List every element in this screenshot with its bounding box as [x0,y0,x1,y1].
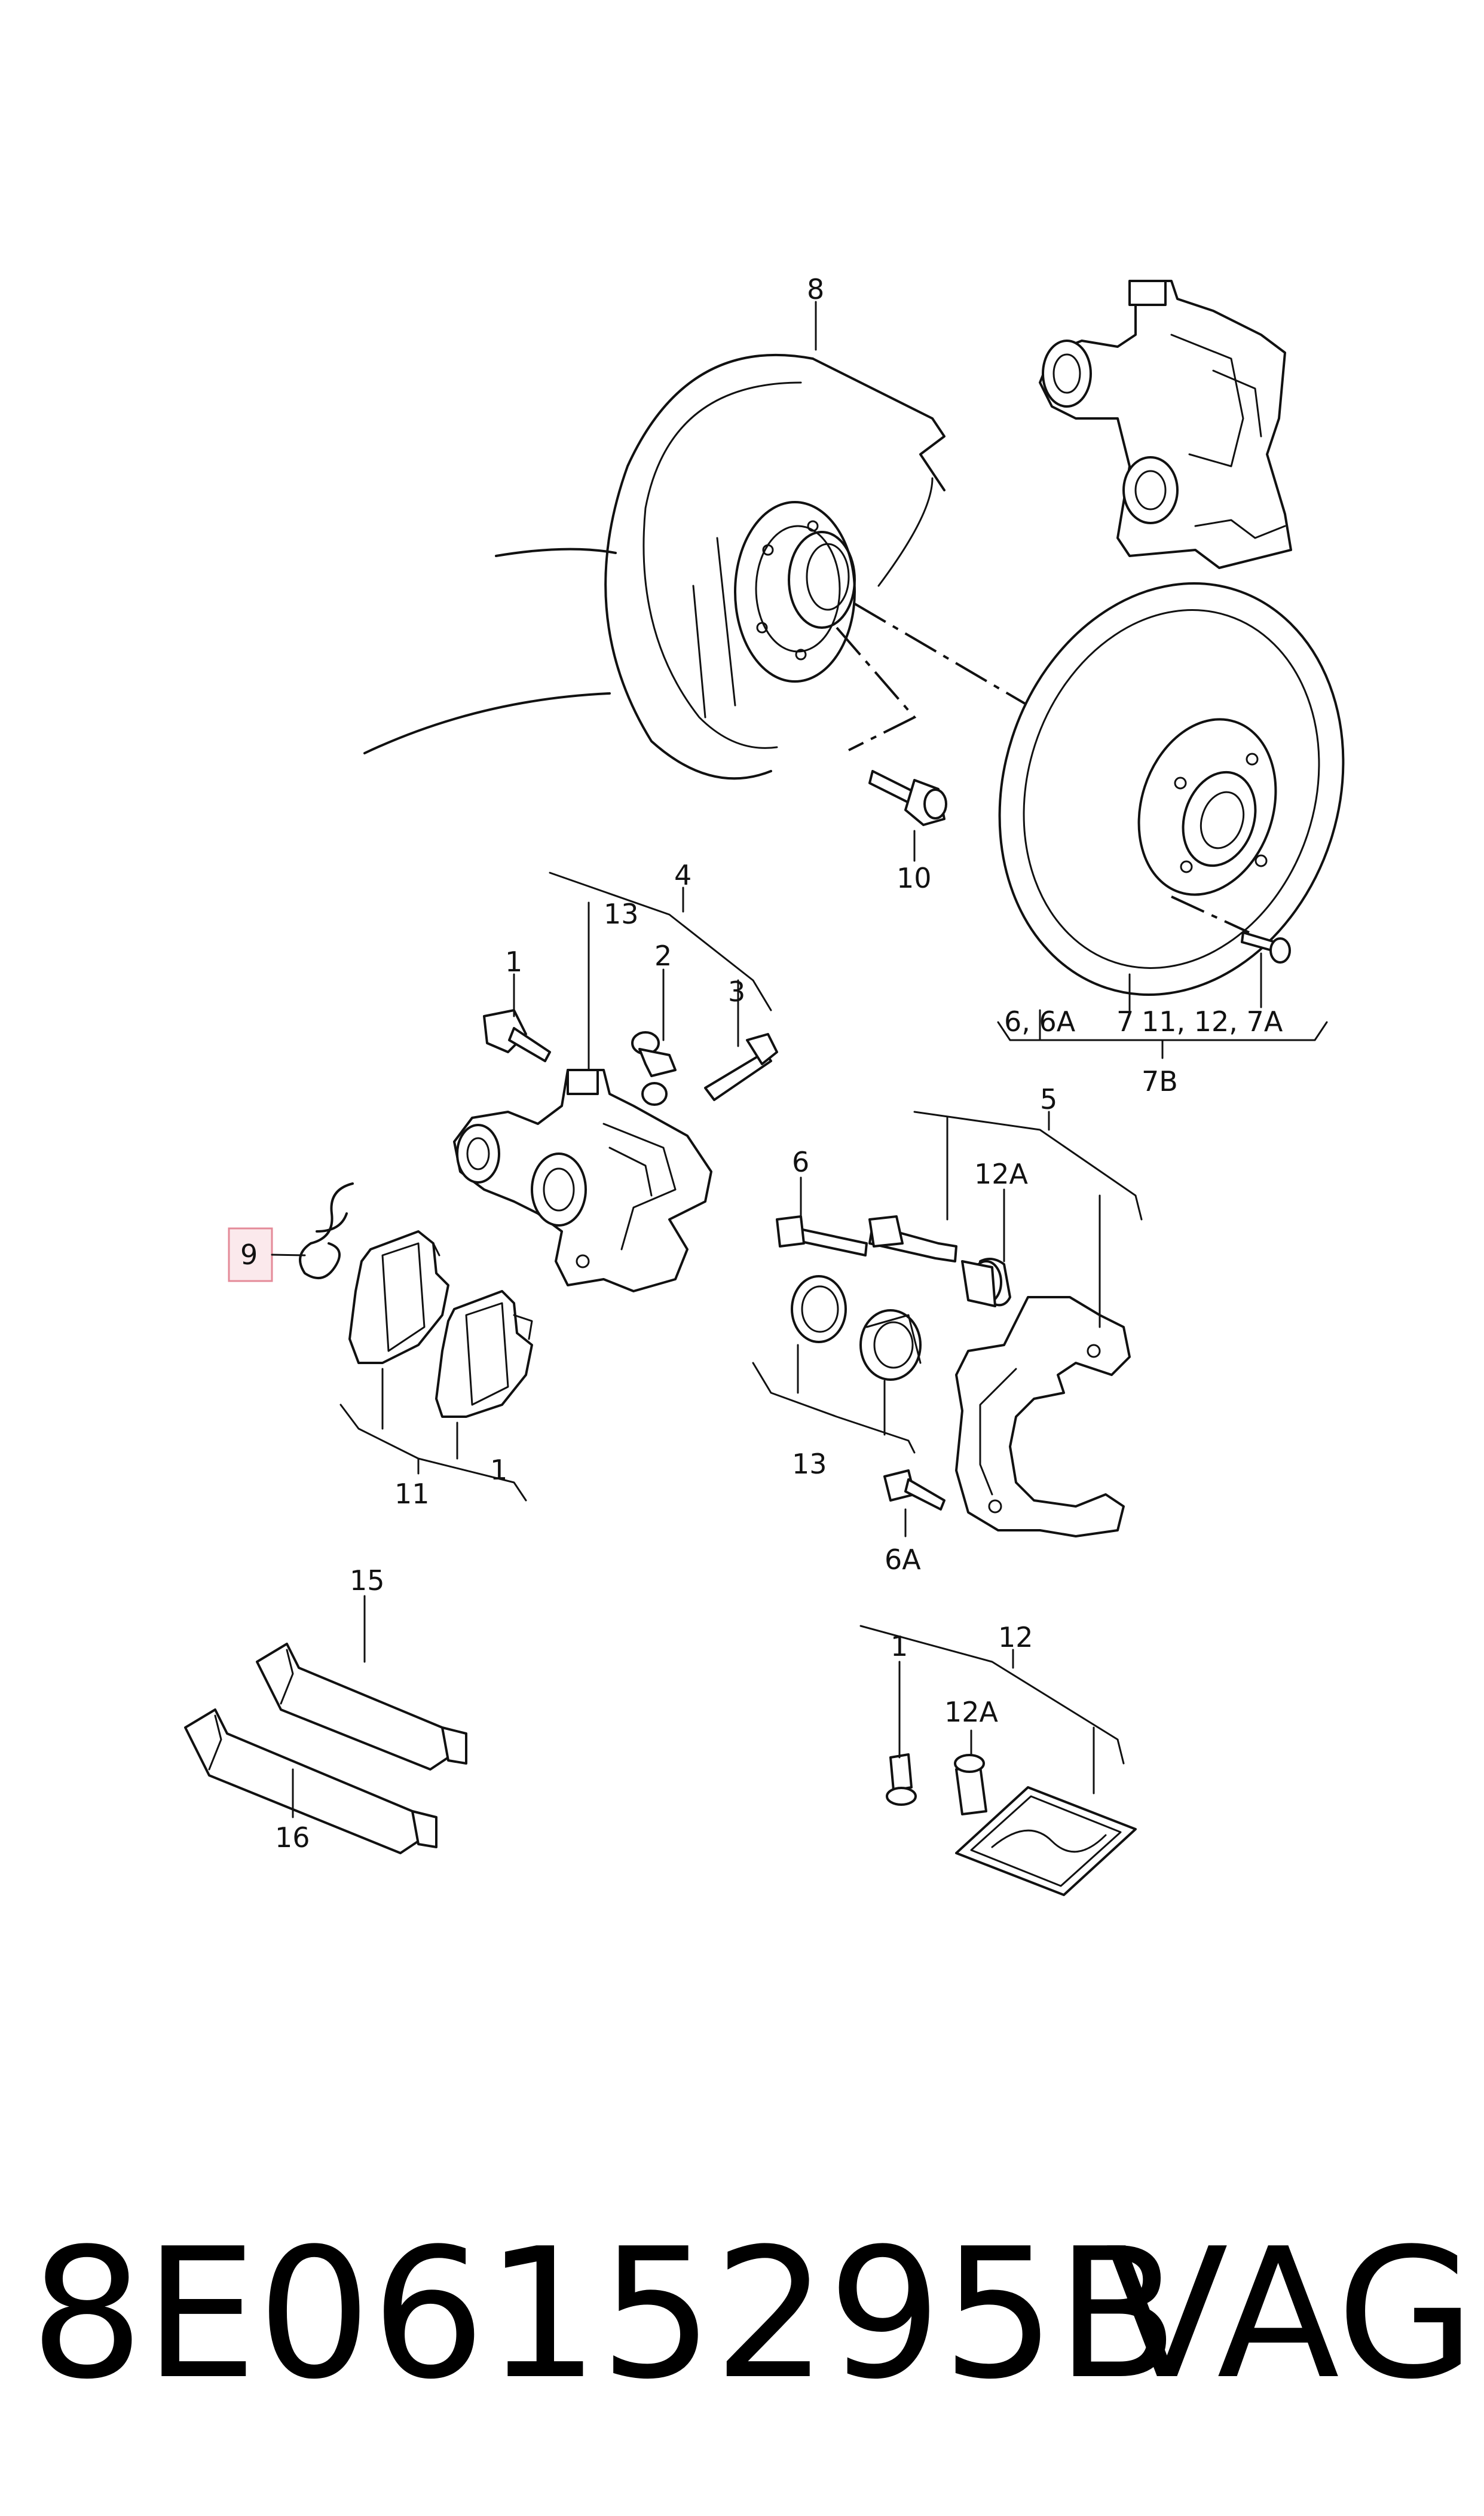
caliper-carrier-drawing [776,1215,1131,1537]
axis-line-bolt-10 [836,626,917,751]
callout-12a-kit: 12A [944,1696,999,1728]
dust-shield-drawing [363,353,946,780]
callout-12a-carrier: 12A [974,1158,1029,1190]
piston-seals-13-drawing [791,1275,922,1381]
callout-4: 4 [674,859,691,891]
callout-15: 15 [350,1564,385,1597]
callout-5: 5 [1040,1083,1057,1115]
repair-kit-12-drawing [886,1753,1137,1896]
callout-13-seals: 13 [792,1448,827,1480]
callout-7: 7 [1116,1005,1134,1038]
callout-6a: 6A [885,1543,921,1576]
callout-1-caliper-bolt: 1 [505,946,522,978]
brand-name: VAG [1106,2210,1475,2419]
disc-screw-drawing [1241,931,1291,964]
guide-sleeve-12a-drawing [961,1260,1002,1307]
callout-1-pads: 1 [490,1454,507,1486]
callout-6: 6 [792,1146,809,1178]
caliper-assembly-drawing [1039,280,1292,569]
callout-2: 2 [654,940,672,972]
callout-3: 3 [728,976,745,1008]
callout-11-12-7a: 11, 12, 7A [1142,1005,1283,1038]
grease-tube-16-drawing [184,1708,437,1854]
brake-disc-drawing [998,582,1345,996]
callout-7b: 7B [1142,1065,1178,1097]
callout-13-caliper: 13 [604,898,639,930]
callout-9-highlighted[interactable]: 9 [240,1239,258,1271]
callout-10: 10 [896,862,932,894]
retaining-spring-9-drawing [299,1182,354,1279]
bolt-6a-drawing [883,1469,946,1511]
callout-11-pads: 11 [394,1478,430,1510]
bleed-cap-2-drawing [631,1031,677,1106]
brake-caliper-drawing [453,1069,712,1292]
callout-6-6a: 6, 6A [1004,1005,1076,1038]
axis-line-disc-screw [1171,895,1250,934]
bolt-1-caliper-drawing [483,1009,551,1062]
part-number: 8E0615295B [30,2210,1179,2419]
callout-8: 8 [807,273,824,305]
bolt-10-drawing [868,770,947,826]
callout-16: 16 [275,1821,310,1854]
bleed-screw-3-drawing [704,1033,778,1101]
leader-lines [228,301,1328,1818]
callout-12: 12 [998,1621,1033,1653]
callout-1-kit: 1 [891,1630,908,1662]
brake-pads-11-drawing [348,1230,533,1418]
axis-line-hub [853,603,1029,707]
grease-tube-15-drawing [256,1643,467,1771]
highlighted-callout-box [228,1227,273,1282]
callout-labels: 8 10 4 13 1 2 3 9 11 1 6, 6A 7 11, 12, 7… [240,273,1283,1854]
